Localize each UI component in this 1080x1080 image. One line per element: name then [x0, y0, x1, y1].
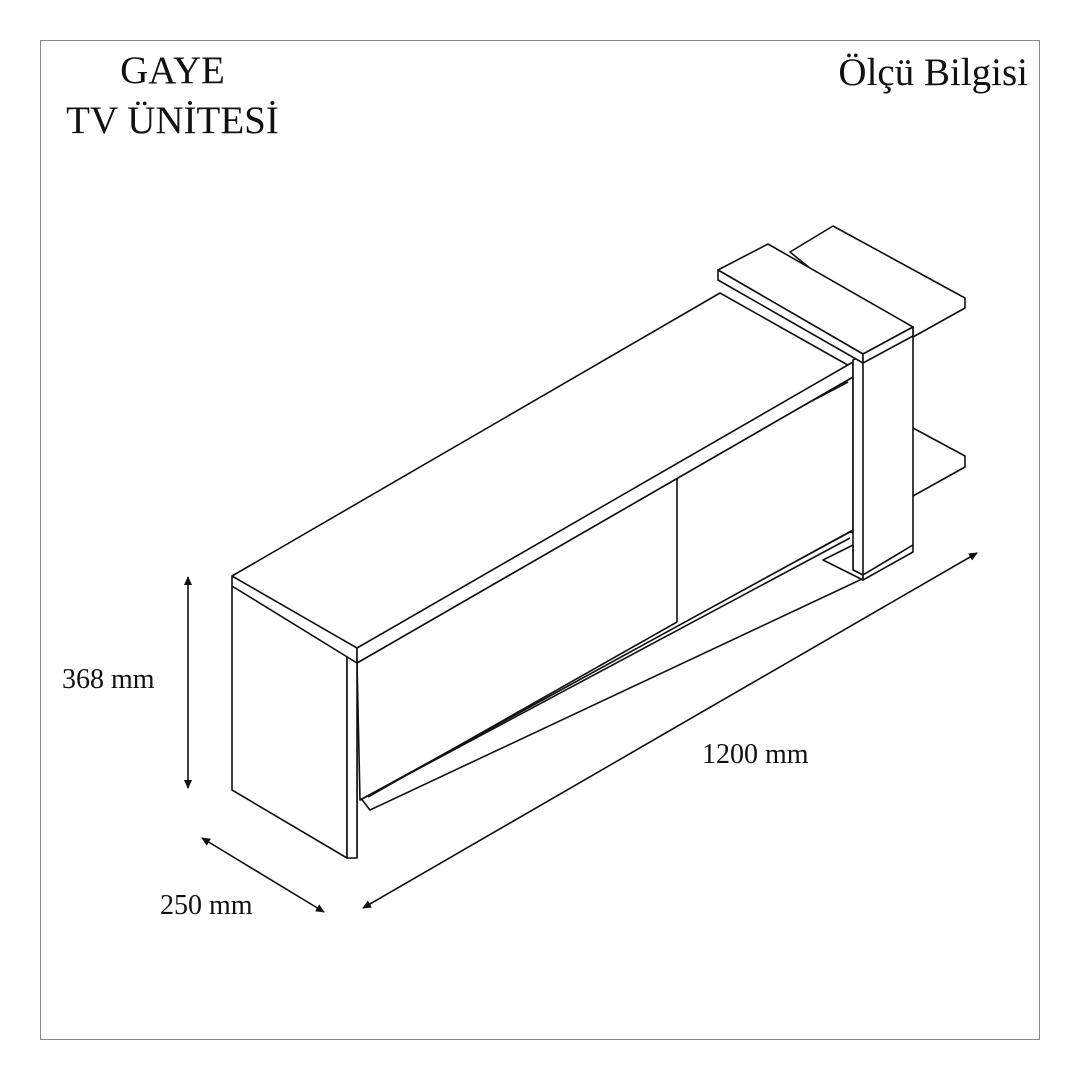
- tv-unit-outline: [231, 225, 966, 859]
- depth-label: 250 mm: [160, 890, 253, 921]
- page-frame: [40, 40, 1040, 1040]
- section-title: Ölçü Bilgisi: [838, 51, 1028, 94]
- product-title: GAYE TV ÜNİTESİ: [40, 46, 305, 146]
- width-label: 1200 mm: [702, 739, 809, 770]
- dimension-lines: [184, 552, 978, 913]
- right-column: [852, 326, 914, 576]
- depth-arrow: [201, 837, 325, 913]
- width-arrow: [362, 552, 978, 909]
- product-type: TV ÜNİTESİ: [66, 99, 279, 142]
- height-label: 368 mm: [62, 664, 155, 695]
- product-name: GAYE: [120, 49, 225, 92]
